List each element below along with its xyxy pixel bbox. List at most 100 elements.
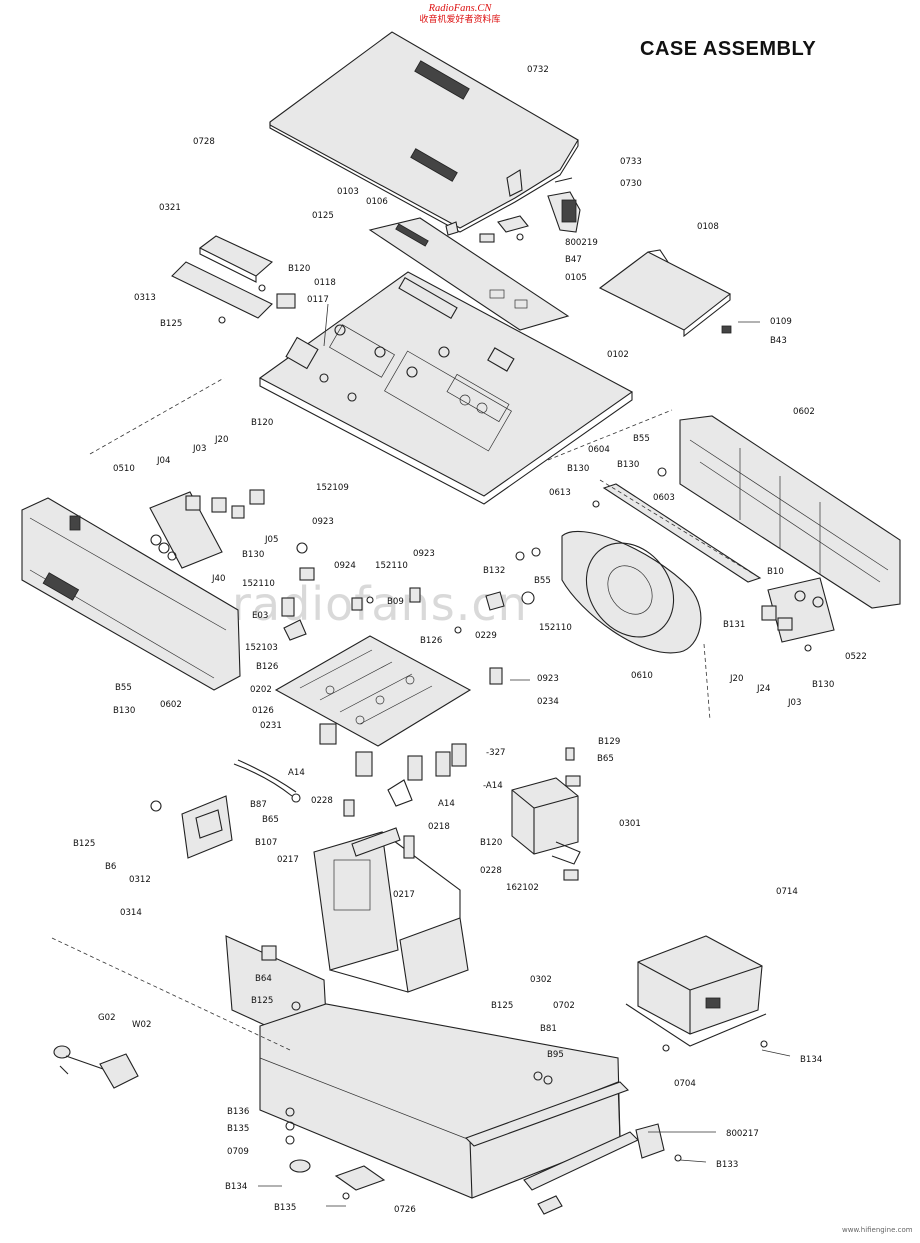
- part-label-0613: 0613: [549, 488, 571, 498]
- part-label-0109: 0109: [770, 317, 792, 327]
- leader-lines: [51, 303, 791, 1207]
- page-title: CASE ASSEMBLY: [640, 38, 817, 60]
- part-label-0126: 0126: [252, 706, 274, 716]
- part-label-b120a: B120: [288, 264, 310, 274]
- part-label-b130d: B130: [812, 680, 834, 690]
- part-label-0234: 0234: [537, 697, 559, 707]
- part-label-b134a: B134: [800, 1055, 822, 1065]
- part-label-b125b: B125: [73, 839, 95, 849]
- part-label-0702: 0702: [553, 1001, 575, 1011]
- part-label-a14b: -A14: [483, 781, 503, 791]
- part-label-b135a: B135: [227, 1124, 249, 1134]
- part-label-b125d: B125: [491, 1001, 513, 1011]
- part-label-0733: 0733: [620, 157, 642, 167]
- part-label-b134b: B134: [225, 1182, 247, 1192]
- battery-box: [625, 935, 768, 1052]
- part-label-b136: B136: [227, 1107, 249, 1117]
- part-label-b10: B10: [767, 567, 784, 577]
- part-label-b131: B131: [723, 620, 745, 630]
- part-label-j03b: J03: [787, 698, 801, 708]
- part-label-a14a: A14: [288, 768, 305, 778]
- part-label-0217a: 0217: [277, 855, 299, 865]
- part-label-j04: J04: [156, 456, 170, 466]
- part-label-b55a: B55: [633, 434, 650, 444]
- part-label-j20a: J20: [214, 435, 228, 445]
- part-label-0202: 0202: [250, 685, 272, 695]
- part-label-0313: 0313: [134, 293, 156, 303]
- part-label-b55b: B55: [534, 576, 551, 586]
- left-brackets: [171, 235, 296, 324]
- part-labels: 0732072807330730010301060321012501088002…: [73, 65, 867, 1215]
- part-label-j40: J40: [211, 574, 225, 584]
- part-label-0610: 0610: [631, 671, 653, 681]
- jack-board: [149, 489, 265, 569]
- part-label-b133: B133: [716, 1160, 738, 1170]
- watermark: radiofans.cn: [232, 577, 528, 631]
- cassette-door: [598, 249, 732, 338]
- part-label-b125a: B125: [160, 319, 182, 329]
- part-label-800217: 800217: [726, 1129, 759, 1139]
- part-label-b87: B87: [250, 800, 267, 810]
- front-panel-left: [21, 497, 241, 691]
- part-label-0603: 0603: [653, 493, 675, 503]
- part-label-b43: B43: [770, 336, 787, 346]
- part-label-0301: 0301: [619, 819, 641, 829]
- part-label-b64: B64: [255, 974, 272, 984]
- rear-panel: [592, 415, 901, 652]
- part-label-0125: 0125: [312, 211, 334, 221]
- part-label-0231: 0231: [260, 721, 282, 731]
- part-label-0704: 0704: [674, 1079, 696, 1089]
- part-label-j03a: J03: [192, 444, 206, 454]
- part-label-0228b: 0228: [480, 866, 502, 876]
- part-label-b65b: B65: [262, 815, 279, 825]
- part-label-b135b: B135: [274, 1203, 296, 1213]
- part-label-0228a: 0228: [311, 796, 333, 806]
- part-label-b55c: B55: [115, 683, 132, 693]
- main-chassis: [258, 271, 634, 505]
- part-label-0522: 0522: [845, 652, 867, 662]
- part-label-b65a: B65: [597, 754, 614, 764]
- part-label-b126a: B126: [420, 636, 442, 646]
- part-label-j05: J05: [264, 535, 278, 545]
- part-label-0924: 0924: [334, 561, 356, 571]
- part-label-152110b: 152110: [242, 579, 275, 589]
- part-label-0923b: 0923: [413, 549, 435, 559]
- part-label-0106: 0106: [366, 197, 388, 207]
- part-label-a14c: A14: [438, 799, 455, 809]
- sub-chassis: [313, 799, 469, 993]
- part-label-b6: B6: [105, 862, 116, 872]
- part-label-0923c: 0923: [537, 674, 559, 684]
- part-label-g02: G02: [98, 1013, 116, 1023]
- part-label-j20b: J20: [729, 674, 743, 684]
- part-label-152109: 152109: [316, 483, 349, 493]
- part-label-0732a: 0732: [527, 65, 549, 75]
- part-label-w02: W02: [132, 1020, 151, 1030]
- part-label-b81: B81: [540, 1024, 557, 1034]
- cable-harness: [233, 759, 301, 803]
- part-label-b107: B107: [255, 838, 277, 848]
- main-pcb: [274, 635, 472, 807]
- part-label-b130b: B130: [617, 460, 639, 470]
- top-cover: [269, 31, 579, 233]
- part-label-0229: 0229: [475, 631, 497, 641]
- speaker: [515, 531, 702, 654]
- part-label-b126b: B126: [256, 662, 278, 672]
- part-label-0510: 0510: [113, 464, 135, 474]
- footer-credit: www.hifiengine.com: [842, 1226, 913, 1234]
- part-label-b09: B09: [387, 597, 404, 607]
- site-brand: RadioFans.CN: [428, 3, 492, 14]
- part-label-0709: 0709: [227, 1147, 249, 1157]
- escutcheon-plate: [368, 217, 570, 331]
- part-label-0102: 0102: [607, 350, 629, 360]
- power-cord: [53, 1045, 139, 1089]
- part-label-0604: 0604: [588, 445, 610, 455]
- part-label-b125c: B125: [251, 996, 273, 1006]
- shield-plate: [150, 795, 233, 859]
- part-label-b95: B95: [547, 1050, 564, 1060]
- part-label-0730: 0730: [620, 179, 642, 189]
- site-subtitle: 收音机爱好者资料库: [419, 15, 501, 25]
- part-label-152103: 152103: [245, 643, 278, 653]
- part-label-327: -327: [486, 748, 506, 758]
- part-label-0108: 0108: [697, 222, 719, 232]
